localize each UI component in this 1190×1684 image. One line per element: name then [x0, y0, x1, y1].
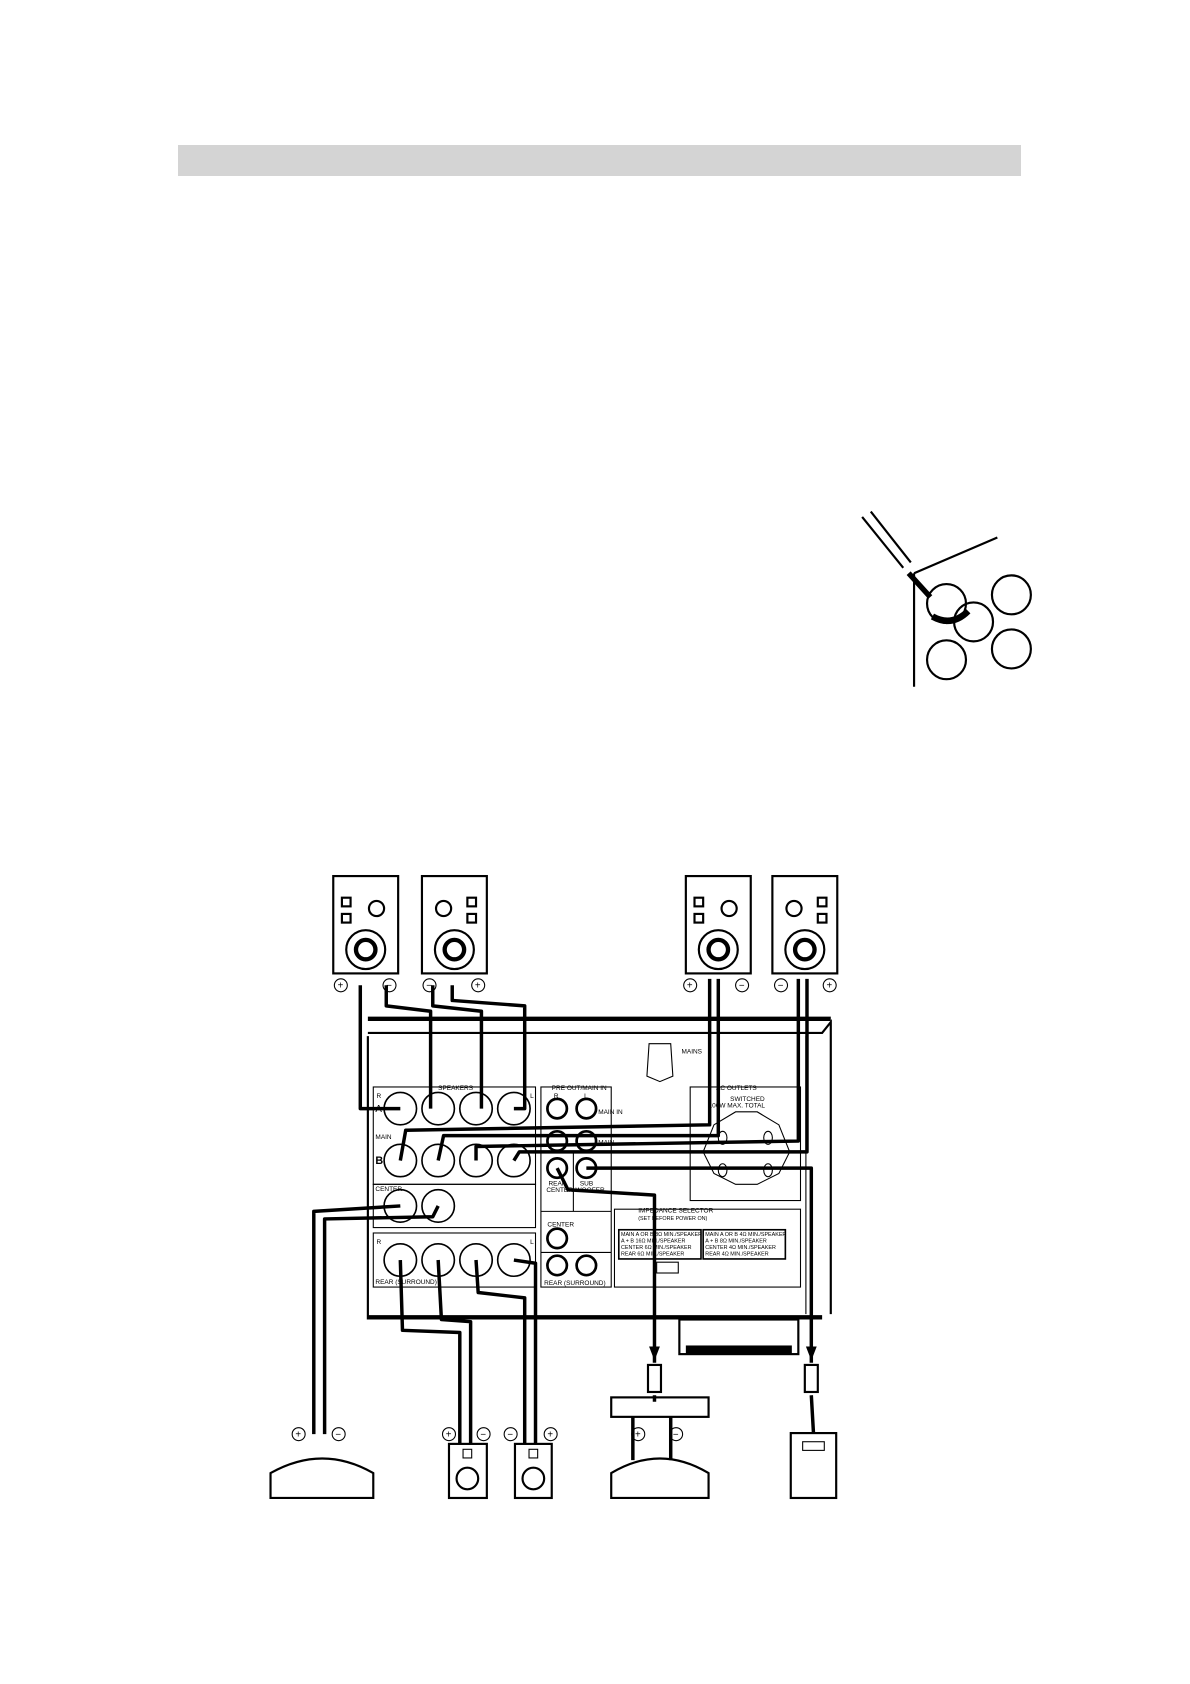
minus-sign: −: [480, 1429, 486, 1440]
impedance-right-row: MAIN A OR B 4Ω MIN./SPEAKER: [705, 1232, 786, 1238]
channel-r-label: R: [377, 1093, 382, 1100]
subwoofer-amplifier: [610, 1396, 710, 1418]
rca-plugs: [646, 1346, 819, 1394]
minus-sign: −: [778, 981, 784, 992]
rear-center-label: REAR: [548, 1180, 566, 1187]
binding-post-illustration: [861, 510, 1032, 687]
subwoofer-label-2: WOOFER: [576, 1187, 605, 1194]
rear-speaker-left: [447, 1442, 488, 1500]
front-speakers: + − − + + − − + + − + − − + + −: [291, 874, 839, 1442]
impedance-right-row: REAR 4Ω MIN./SPEAKER: [705, 1252, 768, 1258]
center-speaker: [269, 1457, 375, 1500]
impedance-right-row: CENTER 4Ω MIN./SPEAKER: [705, 1245, 776, 1251]
rear-speaker-right: [513, 1442, 553, 1500]
section-header-bar: [178, 145, 1021, 176]
impedance-left-row: REAR 6Ω MIN./SPEAKER: [621, 1252, 684, 1258]
binding-posts: [383, 1091, 598, 1278]
channel-r-label: R: [377, 1239, 382, 1246]
center-label: CENTER: [375, 1186, 402, 1193]
channel-r-label: R: [554, 1093, 559, 1100]
speaker-wires: [312, 978, 816, 1461]
channel-l-label: L: [530, 1239, 534, 1246]
rear-center-label-2: CENTER: [546, 1187, 573, 1194]
plus-sign: +: [446, 1429, 452, 1440]
main-in-label: MAIN IN: [598, 1109, 623, 1116]
pre-rear-label: REAR (SURROUND): [544, 1280, 605, 1287]
minus-sign: −: [426, 981, 432, 992]
max-total-label: 100W MAX. TOTAL: [709, 1103, 766, 1110]
rear-center-speakers: [269, 1396, 838, 1500]
minus-sign: −: [386, 981, 392, 992]
minus-sign: −: [507, 1429, 513, 1440]
impedance-left-row: MAIN A OR B 8Ω MIN./SPEAKER: [621, 1232, 702, 1238]
row-b-label: B: [375, 1155, 383, 1167]
main-label: MAIN: [375, 1134, 392, 1141]
plus-sign: +: [475, 981, 481, 992]
ac-outlets-label: AC OUTLETS: [716, 1085, 757, 1092]
panel-labels: SPEAKERS PRE OUT/MAIN IN MAIN IN MAIN MA…: [375, 1048, 786, 1286]
plus-sign: +: [635, 1429, 641, 1440]
channel-l-label: L: [584, 1093, 588, 1100]
speaker-front-2: [420, 874, 488, 975]
channel-l-label: L: [530, 1093, 534, 1100]
rca-plug-sub: [803, 1363, 819, 1394]
plus-sign: +: [687, 981, 693, 992]
rear-surround-label: REAR (SURROUND): [375, 1279, 436, 1286]
impedance-left-row: A + B 16Ω MIN./SPEAKER: [621, 1239, 686, 1245]
rca-plug-subwoofer: [646, 1363, 663, 1394]
subwoofer-label: SUB: [580, 1180, 593, 1187]
speaker-front-1: [332, 874, 400, 975]
impedance-left-row: CENTER 6Ω MIN./SPEAKER: [621, 1245, 692, 1251]
impedance-sub-label: (SET BEFORE POWER ON): [638, 1216, 707, 1222]
speakers-label: SPEAKERS: [438, 1085, 474, 1092]
minus-sign: −: [739, 981, 745, 992]
minus-sign: −: [673, 1429, 679, 1440]
subwoofer-speaker: [610, 1457, 710, 1500]
impedance-right-row: A + B 8Ω MIN./SPEAKER: [705, 1239, 767, 1245]
speaker-front-4: [771, 874, 839, 975]
minus-sign: −: [335, 1429, 341, 1440]
mains-label: MAINS: [682, 1048, 703, 1055]
main-label-rca: MAIN: [598, 1139, 615, 1146]
plus-sign: +: [826, 981, 832, 992]
row-a-label: A: [375, 1104, 382, 1115]
plus-sign: +: [338, 981, 344, 992]
plus-sign: +: [547, 1429, 553, 1440]
active-subwoofer: [789, 1431, 838, 1500]
pre-center-label: CENTER: [547, 1221, 574, 1228]
speaker-front-3: [684, 874, 752, 975]
impedance-selector-label: IMPEDANCE SELECTOR: [638, 1207, 713, 1214]
pre-out-label: PRE OUT/MAIN IN: [552, 1085, 607, 1092]
switched-label: SWITCHED: [730, 1096, 765, 1103]
plus-sign: +: [295, 1429, 301, 1440]
